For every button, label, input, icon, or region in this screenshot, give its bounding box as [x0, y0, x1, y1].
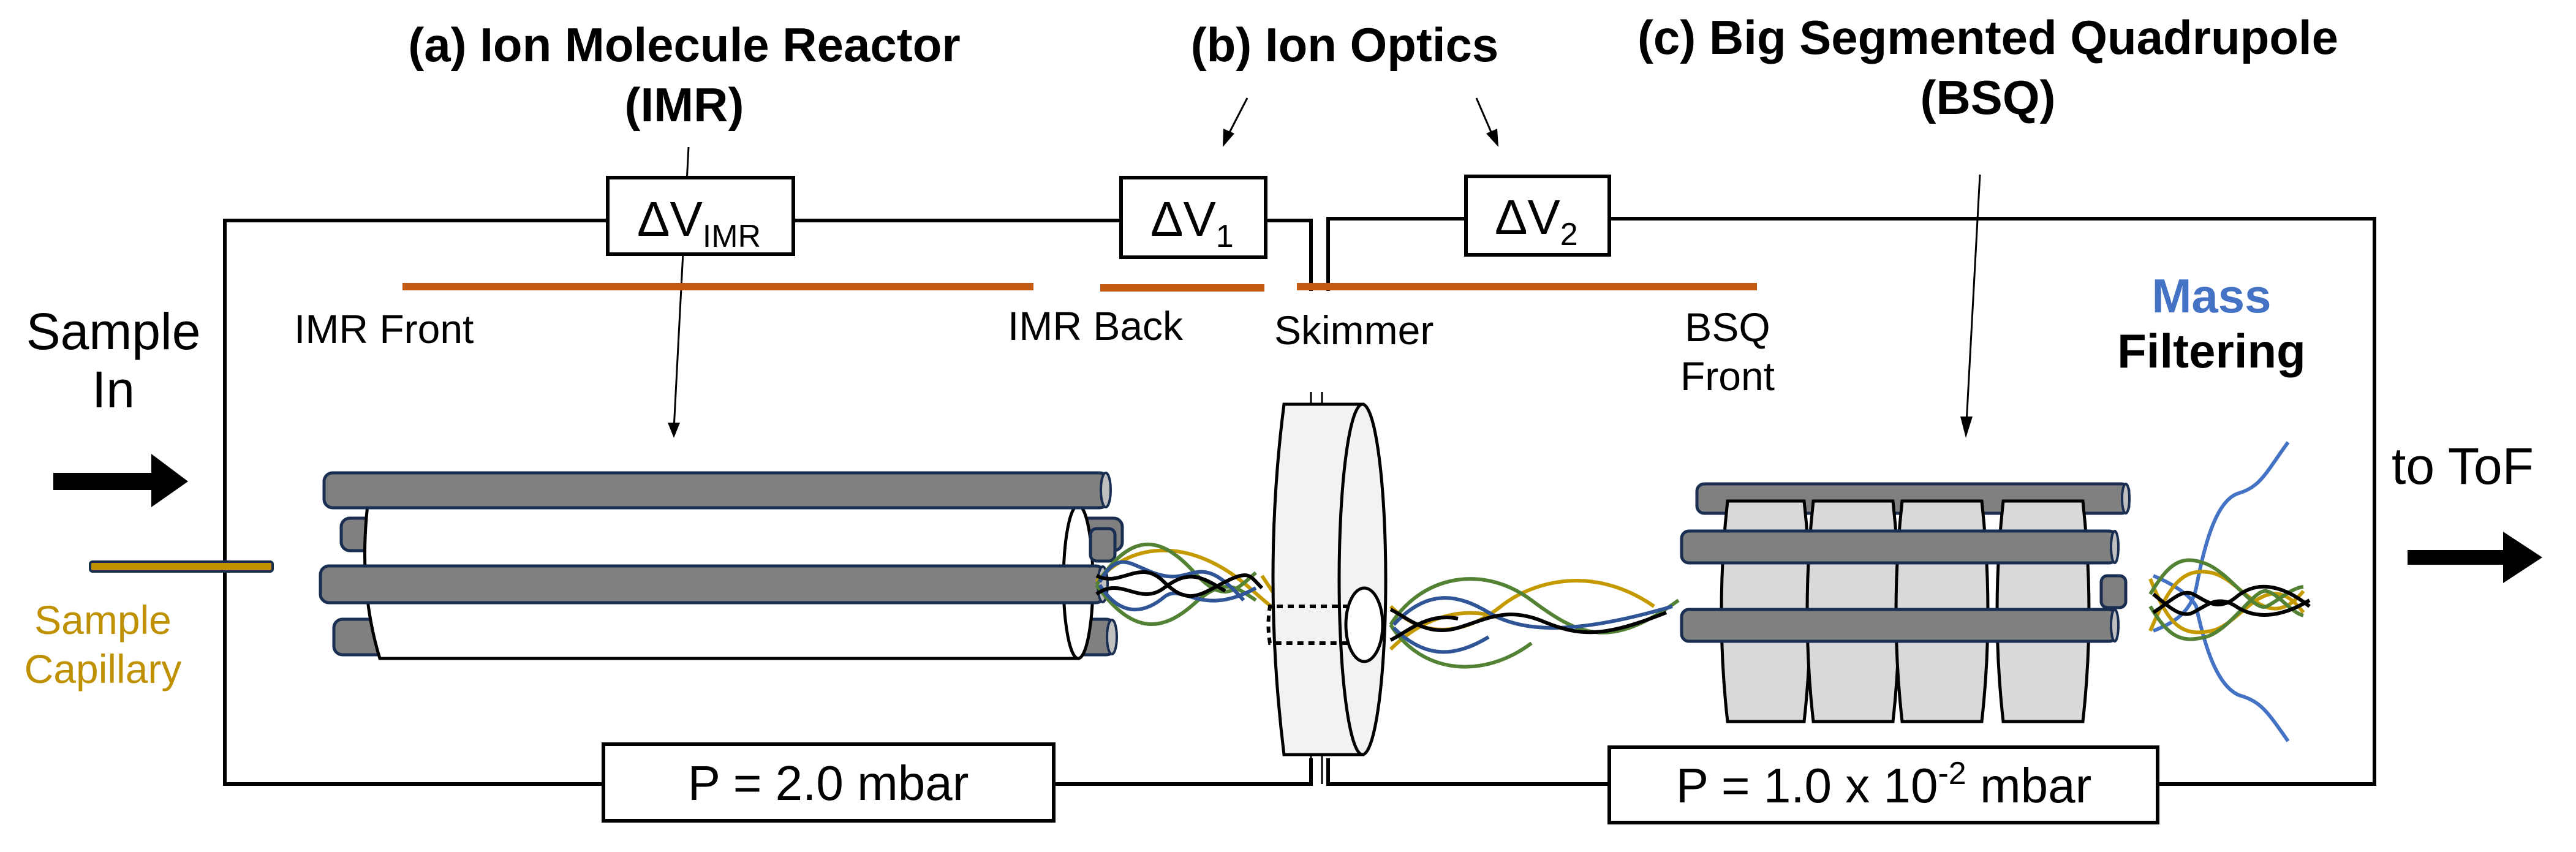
to-tof-arrow-icon: [2408, 532, 2542, 583]
bsq-rod-middle: [1680, 529, 2118, 565]
imr-front-label: IMR Front: [294, 306, 474, 352]
skimmer-electrode: [1266, 392, 1388, 784]
bsq-rod-bottom: [1680, 608, 2118, 643]
delta-v1-box: ΔV1: [1119, 176, 1267, 259]
sample-in-arrow-icon: [53, 454, 188, 507]
bsq-front-label-line1: BSQ: [1685, 304, 1770, 350]
delta-v2-box: ΔV2: [1464, 175, 1611, 257]
imr-rod-top: [322, 471, 1110, 510]
to-tof-label: to ToF: [2392, 437, 2534, 495]
bsq-pressure-box: P = 1.0 x 10-2 mbar: [1607, 745, 2159, 824]
delta-v2-label: ΔV2: [1495, 190, 1578, 252]
delta-v-imr-label: ΔVIMR: [637, 192, 761, 254]
ion-optics-arrow-left: [1223, 97, 1248, 147]
delta-v-imr-box: ΔVIMR: [606, 176, 795, 256]
sample-capillary-label-line2: Capillary: [25, 646, 182, 692]
imr-pressure-box: P = 2.0 mbar: [602, 742, 1056, 823]
imr-quadrupole: [319, 471, 1124, 660]
bsq-quadrupole: [1680, 482, 2131, 723]
bsq-rod-back: [2099, 574, 2128, 609]
imr-rod-middle: [319, 564, 1106, 605]
ion-beam-imr-exit: [1095, 542, 1288, 627]
bsq-pressure-value: P = 1.0 x 10-2 mbar: [1676, 756, 2091, 813]
filtering-label: Filtering: [2117, 324, 2306, 378]
imr-rod-back-right-stub: [1089, 527, 1117, 563]
bsq-title-line1: (c) Big Segmented Quadrupole: [1637, 10, 2338, 64]
imr-title-line2: (IMR): [625, 78, 744, 132]
mass-label: Mass: [2151, 269, 2271, 323]
ion-beam-bsq-exit: [2148, 558, 2311, 641]
ion-optics-title: (b) Ion Optics: [1191, 18, 1499, 72]
bsq-pointer-arrow: [1960, 174, 1981, 438]
ion-beam-skimmer-exit: [1389, 577, 1680, 669]
ion-optics-arrow-right: [1475, 97, 1498, 147]
sample-capillary: [89, 560, 274, 573]
imr-pressure-value: P = 2.0 mbar: [688, 756, 969, 810]
bsq-front-label-line2: Front: [1680, 353, 1775, 399]
skimmer-label: Skimmer: [1274, 307, 1433, 353]
imr-back-label: IMR Back: [1008, 303, 1184, 349]
sample-capillary-label-line1: Sample: [34, 597, 172, 643]
bsq-circuit-frame: [1326, 217, 2376, 786]
sample-in-label-line1: Sample: [26, 303, 201, 360]
bsq-title-line2: (BSQ): [1921, 70, 2056, 124]
delta-v1-label: ΔV1: [1150, 192, 1234, 254]
imr-title-line1: (a) Ion Molecule Reactor: [408, 18, 961, 72]
sample-in-label-line2: In: [92, 361, 135, 418]
